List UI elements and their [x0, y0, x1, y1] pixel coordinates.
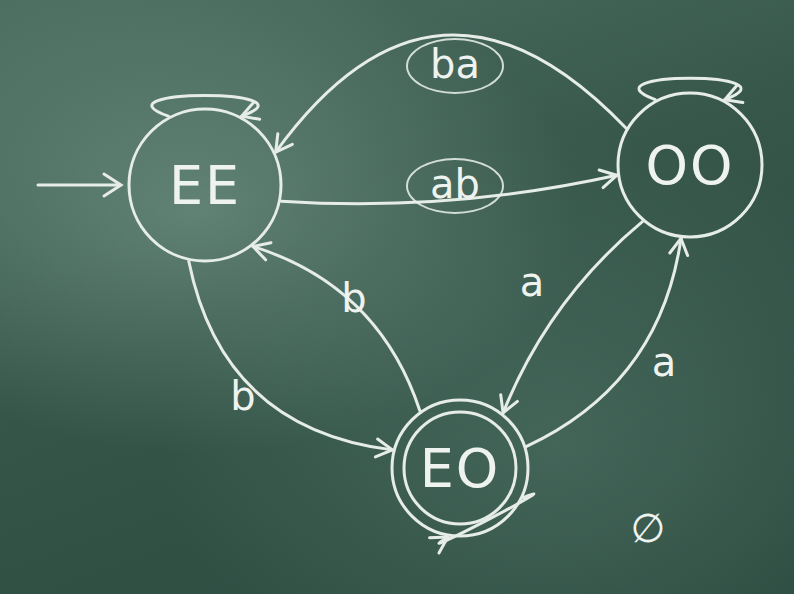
transition-label: a: [520, 262, 545, 302]
transition-label: ab: [406, 158, 504, 214]
accept-state: EO: [390, 398, 530, 538]
self-loop: [639, 78, 743, 102]
transition-arrow: [527, 238, 688, 446]
transition-arrow: [276, 35, 626, 152]
state-circle: OO: [616, 91, 764, 239]
transition-label: ba: [406, 38, 504, 94]
transition-arrow: [189, 261, 393, 457]
transition-label: b: [230, 376, 255, 416]
transition-label: a: [652, 342, 677, 382]
state-circle: EE: [127, 107, 283, 263]
transition-arrow: [501, 222, 643, 413]
transition-label: ∅: [631, 508, 666, 548]
state-name: OO: [645, 134, 734, 197]
start-arrow: [38, 174, 121, 196]
state-name: EO: [420, 437, 501, 500]
self-loop: [152, 95, 260, 119]
transition-arrow: [253, 243, 420, 411]
state-name: EE: [169, 154, 241, 217]
transition-label: b: [341, 278, 366, 318]
